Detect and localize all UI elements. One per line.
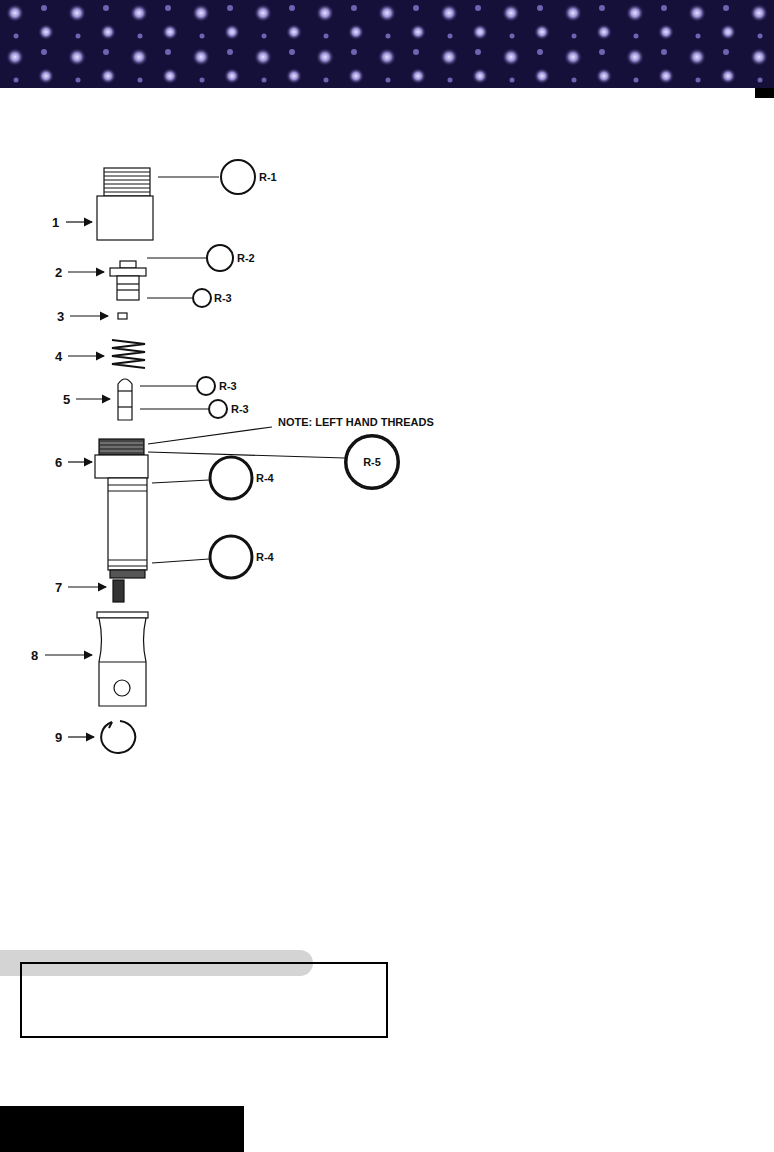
note-text: NOTE: LEFT HAND THREADS <box>278 417 434 428</box>
oring-circle: R-5 <box>345 435 399 489</box>
oring-label: R-4 <box>256 552 274 563</box>
callout-number: 4 <box>55 350 62 363</box>
oring-label: R-1 <box>259 172 277 183</box>
callout-number: 9 <box>55 731 62 744</box>
callout-number: 2 <box>55 266 62 279</box>
callout-number: 3 <box>57 310 64 323</box>
oring-label: R-3 <box>214 293 232 304</box>
callout-number: 7 <box>55 581 62 594</box>
oring-label: R-2 <box>237 253 255 264</box>
callout-number: 8 <box>31 649 38 662</box>
callout-number: 5 <box>63 393 70 406</box>
oring-label: R-3 <box>219 381 237 392</box>
callout-number: 1 <box>52 216 59 229</box>
banner <box>0 0 774 88</box>
oring-label: R-5 <box>363 457 381 468</box>
callout-number: 6 <box>55 456 62 469</box>
oring-label: R-4 <box>256 473 274 484</box>
oring-label: R-3 <box>231 404 249 415</box>
